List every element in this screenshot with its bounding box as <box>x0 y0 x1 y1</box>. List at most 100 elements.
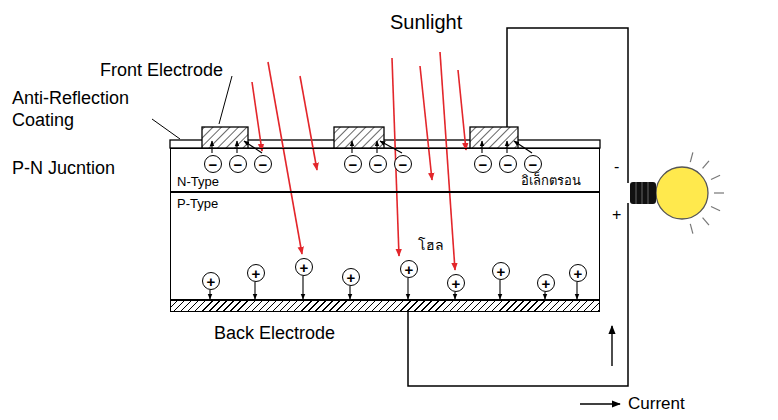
carrier-arrow <box>454 292 455 299</box>
sunlight-ray <box>458 70 466 150</box>
charge-sign: + <box>347 270 356 285</box>
cell-body <box>170 148 600 300</box>
light-bulb <box>630 182 656 204</box>
light-ray <box>703 218 709 226</box>
layer-name: N-Type <box>177 175 219 190</box>
light-ray <box>711 207 720 211</box>
electron: − <box>204 155 222 173</box>
sunlight-ray <box>268 62 302 254</box>
carrier-arrow <box>210 141 577 299</box>
hole: + <box>569 264 587 282</box>
charge-sign: − <box>529 157 538 172</box>
hole: + <box>295 258 313 276</box>
hole: + <box>342 268 360 286</box>
front-electrode <box>470 127 518 148</box>
light-bulb <box>648 182 649 204</box>
charge-sign: − <box>259 157 268 172</box>
carrier-arrow <box>499 280 500 299</box>
carrier-arrow <box>254 282 255 299</box>
carrier-arrow <box>349 286 350 299</box>
carrier-arrow <box>211 141 212 153</box>
charge-sign: − <box>374 157 383 172</box>
carrier-arrow <box>244 141 262 153</box>
carrier-arrow <box>236 141 237 153</box>
electron: − <box>344 155 362 173</box>
charge-sign: + <box>542 276 551 291</box>
carrier-arrow <box>514 141 532 153</box>
charge-sign: + <box>497 264 506 279</box>
carrier-arrow <box>506 141 507 153</box>
leader-line <box>219 76 232 124</box>
current-arrow <box>611 326 612 366</box>
back-electrode: Back Electrode <box>170 300 600 312</box>
carrier-arrow <box>302 276 303 299</box>
n-type-layer: N-Typeอิเล็กตรอน−−−−−−−−− <box>170 148 600 192</box>
electron: − <box>254 155 272 173</box>
carrier-name: อิเล็กตรอน <box>521 174 581 189</box>
leader-line <box>152 76 232 139</box>
light-bulb <box>630 152 724 233</box>
light-bulb <box>642 182 643 204</box>
polarity-sign: + <box>612 205 621 224</box>
leader-line <box>152 119 180 139</box>
light-ray <box>703 161 709 169</box>
carrier-arrow <box>376 141 377 153</box>
charge-sign: − <box>349 157 358 172</box>
current-arrow <box>580 403 620 404</box>
light-ray <box>714 192 724 193</box>
current-arrow <box>580 326 620 404</box>
p-type-layer: P-Type โฮล + + + + + + + + + <box>170 192 600 300</box>
charge-sign: − <box>234 157 243 172</box>
charge-sign: + <box>452 276 461 291</box>
light-ray <box>711 175 720 179</box>
charge-sign: + <box>252 266 261 281</box>
charge-sign: − <box>209 157 218 172</box>
carrier-arrow <box>209 290 210 299</box>
polarity-sign: - <box>614 157 619 176</box>
part-name: Back Electrode <box>214 323 335 344</box>
electron: − <box>369 155 387 173</box>
electron: − <box>524 155 542 173</box>
light-bulb <box>636 182 637 204</box>
electron: − <box>474 155 492 173</box>
sunlight-ray <box>420 66 432 180</box>
carrier-arrow <box>481 141 482 153</box>
charge-sign: − <box>399 157 408 172</box>
layer-name: P-Type <box>177 197 218 212</box>
light-ray <box>690 152 724 233</box>
charge-sign: + <box>574 266 583 281</box>
carrier-arrow <box>407 278 408 299</box>
electron: − <box>229 155 247 173</box>
light-bulb <box>656 167 708 219</box>
light-ray <box>690 152 693 162</box>
part-name: P-N Jucntion <box>12 158 115 180</box>
charge-sign: + <box>207 274 216 289</box>
light-source-label: Sunlight <box>390 10 462 34</box>
charge-sign: − <box>479 157 488 172</box>
hole: + <box>400 260 418 278</box>
current-label: Current <box>628 394 685 414</box>
carrier-name: โฮล <box>418 237 444 253</box>
light-ray <box>690 224 693 234</box>
part-name: Front Electrode <box>100 60 223 82</box>
hole: + <box>247 264 265 282</box>
carrier-arrow <box>380 141 402 153</box>
circuit-wire <box>507 28 628 183</box>
carrier-arrow <box>544 292 545 299</box>
part-name: Anti-Reflection Coating <box>12 88 172 131</box>
electron: − <box>394 155 412 173</box>
carrier-arrow <box>576 282 577 299</box>
hole: + <box>492 262 510 280</box>
electron: − <box>499 155 517 173</box>
hole: + <box>447 274 465 292</box>
circuit-wire <box>408 203 628 386</box>
sunlight-ray <box>300 76 317 170</box>
front-electrode <box>202 127 248 148</box>
hole: + <box>202 272 220 290</box>
charge-sign: + <box>300 260 309 275</box>
charge-sign: + <box>405 262 414 277</box>
circuit-wire <box>408 28 628 386</box>
sunlight-ray <box>252 82 262 151</box>
hole: + <box>537 274 555 292</box>
